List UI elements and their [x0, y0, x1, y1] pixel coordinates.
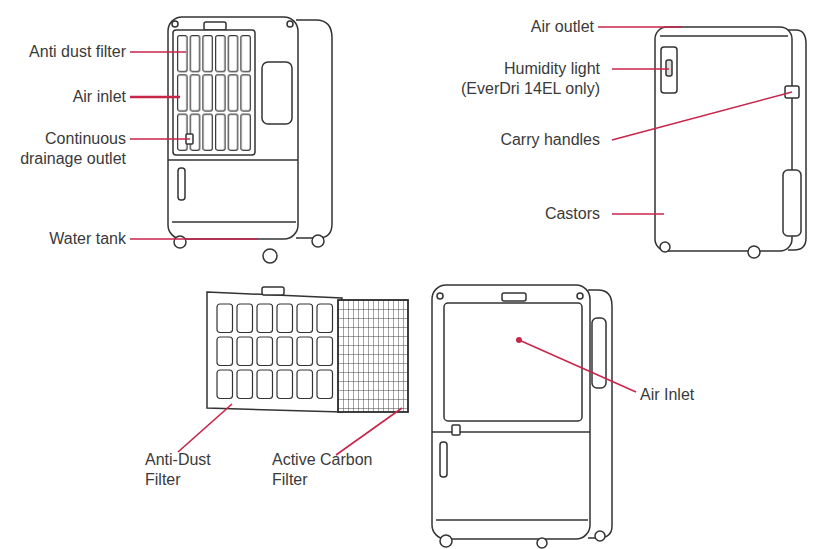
castor	[312, 235, 324, 247]
part-label: Anti dust filter	[2, 42, 126, 62]
base-line	[436, 519, 588, 521]
filter-tab	[262, 287, 284, 295]
active-carbon-filter	[338, 300, 408, 412]
screw	[577, 293, 583, 299]
unit-body	[432, 285, 590, 539]
leader-line	[612, 213, 664, 215]
unit-body	[655, 27, 792, 251]
filter-tab	[204, 22, 226, 30]
castor	[748, 246, 760, 258]
leader-dot	[516, 337, 522, 343]
part-label: Humidity light (EverDri 14EL only)	[444, 59, 600, 99]
part-label: Castors	[440, 204, 600, 224]
part-label: Air Inlet	[640, 385, 800, 405]
part-label: Air inlet	[2, 87, 126, 107]
castor	[595, 531, 605, 541]
carbon-mesh	[338, 300, 408, 412]
part-label: Active Carbon Filter	[272, 450, 390, 490]
air-inlet-opening	[444, 303, 582, 421]
dehumidifier-front	[168, 17, 332, 263]
humidity-light-slot	[661, 47, 677, 93]
outlet-edge	[660, 35, 788, 37]
screw	[172, 21, 178, 27]
side-window	[262, 62, 292, 124]
filter-tab	[502, 293, 526, 301]
anti-dust-filter	[207, 292, 342, 412]
castor	[660, 242, 670, 252]
unit-side	[296, 20, 332, 238]
leader-line	[598, 26, 682, 28]
humidity-light	[666, 60, 672, 76]
castor	[174, 236, 186, 248]
castor	[440, 535, 452, 547]
tank-seam	[168, 159, 298, 161]
part-label: Water tank	[2, 229, 126, 249]
leader-line	[612, 92, 792, 140]
drain-outlet	[452, 425, 460, 435]
part-label: Continuous drainage outlet	[14, 129, 126, 169]
part-label: Anti-Dust Filter	[145, 450, 245, 490]
leader-line	[130, 96, 180, 99]
tank-slot	[178, 168, 185, 200]
side-panel	[783, 170, 801, 236]
part-label: Carry handles	[440, 130, 600, 150]
castor	[263, 249, 277, 263]
tank-slot	[440, 442, 447, 477]
leader-line	[336, 408, 402, 455]
unit-side	[588, 290, 612, 538]
leader-line	[519, 340, 636, 392]
leader-line	[130, 138, 190, 140]
leader-line	[130, 51, 186, 53]
leader-line	[612, 68, 669, 70]
castor	[537, 538, 547, 548]
leader-line	[178, 404, 232, 452]
base-line	[172, 221, 296, 223]
filter-grid	[215, 302, 335, 401]
dehumidifier-open	[432, 285, 612, 548]
part-label: Air outlet	[434, 17, 594, 37]
filter-frame	[173, 30, 255, 155]
leader-line	[130, 238, 258, 240]
loose-filters	[207, 287, 408, 412]
unit-body	[168, 17, 298, 239]
dehumidifier-rear	[655, 27, 806, 258]
filter-grid	[176, 34, 252, 152]
screw	[287, 21, 293, 27]
screw	[437, 293, 443, 299]
